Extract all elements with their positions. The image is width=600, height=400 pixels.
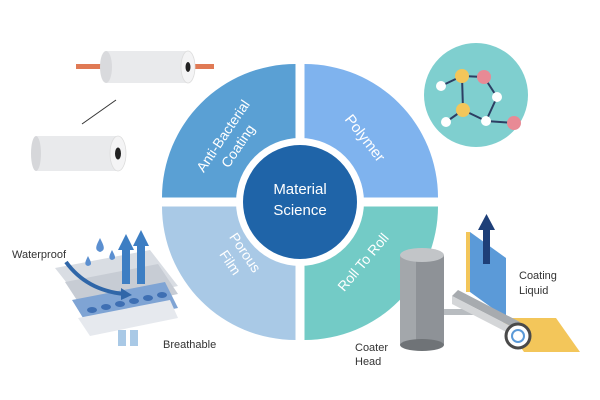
paper-roll-on-rod-icon [76, 50, 214, 84]
segment-anti-bacterial [162, 64, 296, 198]
center-circle [243, 145, 357, 259]
coating-liquid-label-line2: Liquid [519, 285, 548, 297]
coating-liquid-label-line1: Coating [519, 270, 557, 282]
coater-head-label-line2: Head [355, 356, 381, 368]
paper-roll-icon [31, 135, 127, 172]
molecule-icon [424, 43, 528, 147]
coater-machine-icon [400, 214, 580, 352]
center-title-line2: Science [273, 202, 326, 219]
connector-line [81, 99, 117, 125]
breathable-label: Breathable [163, 339, 216, 351]
segment-roll-to-roll [304, 206, 439, 340]
coater-head-label-line1: Coater [355, 342, 388, 354]
segment-polymer [304, 64, 438, 198]
breathable-fabric-icon [55, 230, 178, 346]
segment-porous-film [162, 206, 296, 340]
center-title-line1: Material [273, 181, 326, 198]
waterproof-label: Waterproof [12, 249, 67, 261]
